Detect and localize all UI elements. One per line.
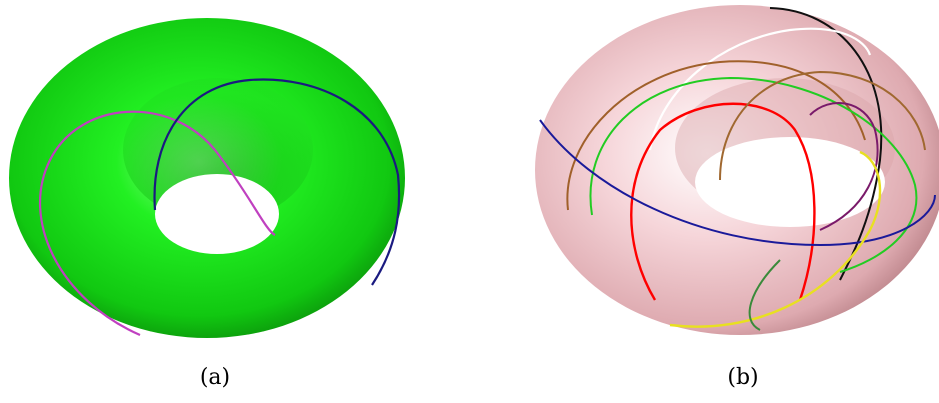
curve-brown (566, 60, 866, 211)
torus-panel-a (9, 18, 405, 338)
curve-red (630, 102, 816, 301)
curve-purple (809, 102, 879, 231)
torus-panel-b (535, 5, 939, 335)
curve-yellow (669, 150, 882, 328)
curve-dark-green (748, 259, 781, 331)
torus-hole-b (695, 137, 885, 227)
torus-hole-a (155, 174, 279, 254)
curve-navy (153, 78, 401, 286)
caption-b: (b) (727, 365, 759, 390)
torus-surface-a (9, 18, 405, 338)
caption-a: (a) (199, 365, 231, 390)
curve-blue (539, 119, 936, 247)
curve-green (589, 76, 918, 273)
curve-brown-2 (719, 70, 926, 181)
curve-magenta (39, 110, 276, 337)
curve-white (648, 27, 872, 151)
curve-black (769, 7, 883, 281)
